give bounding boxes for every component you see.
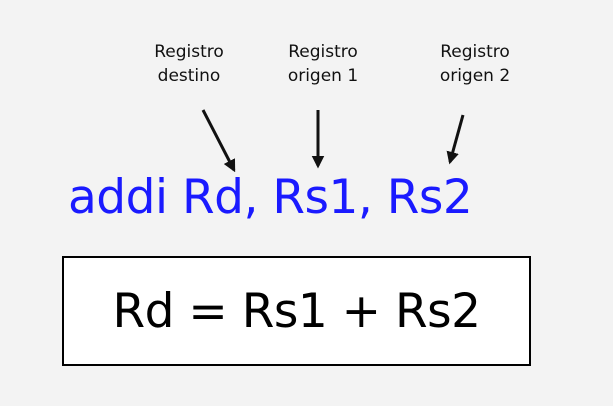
arrow-destino [201,109,236,173]
label-registro-origen-2: Registro origen 2 [420,40,530,88]
label-line: Registro [154,42,224,62]
label-line: Registro [440,42,510,62]
formula-box: Rd = Rs1 + Rs2 [62,256,531,366]
label-line: Registro [288,42,358,62]
label-registro-destino: Registro destino [134,40,244,88]
label-line: origen 2 [439,66,511,86]
label-line: destino [157,66,221,86]
label-line: origen 1 [287,66,359,86]
arrow-origen-2 [446,114,465,165]
formula-text: Rd = Rs1 + Rs2 [112,283,481,339]
instruction-text: addi Rd, Rs1, Rs2 [68,170,473,225]
label-registro-origen-1: Registro origen 1 [268,40,378,88]
